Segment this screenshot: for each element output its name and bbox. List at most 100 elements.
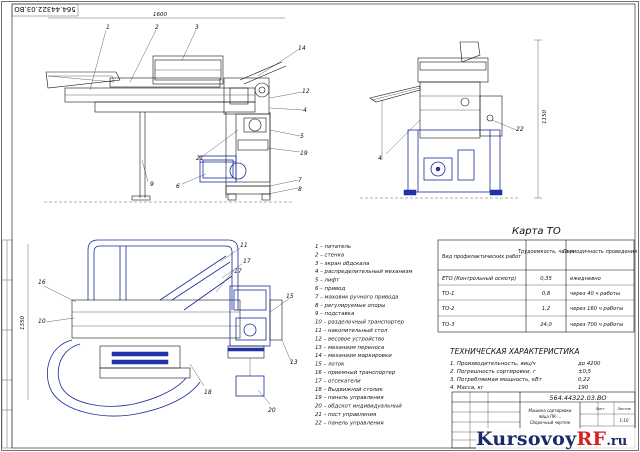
to-cell: 0,35: [540, 276, 552, 282]
title-block-name-2: яйца ПК-...: [539, 414, 562, 419]
to-header-2: Периодичность проведения: [563, 249, 637, 255]
callout-plan-13: 13: [290, 359, 298, 366]
callout-21: 21: [196, 155, 204, 162]
title-block-sheet: Лист: [595, 407, 606, 411]
callout-1: 1: [106, 24, 110, 31]
callout-side-22: 22: [516, 126, 524, 133]
callout-4: 4: [303, 107, 307, 114]
callout-plan-17b: 17: [234, 268, 242, 275]
legend-item: 20 – обдскот индивидуальный: [315, 404, 402, 410]
legend-item: 1 – питатель: [315, 244, 351, 250]
inner-frame: [11, 3, 636, 449]
callout-5: 5: [300, 133, 304, 140]
to-table-title: Карта ТО: [512, 226, 561, 237]
legend-item: 22 – панель управления: [315, 420, 384, 426]
callout-7: 7: [298, 177, 302, 184]
legend-item: 19 – панель управления: [315, 395, 384, 401]
dim-d2: 1150: [542, 110, 548, 124]
title-block-name-3: Сборочный чертеж: [530, 420, 571, 425]
callout-plan-16: 16: [38, 279, 46, 286]
to-cell: 1,2: [542, 306, 550, 312]
to-header-0: Вид профилактических работ: [442, 254, 522, 260]
spec-value: 0,22: [578, 377, 591, 383]
title-block-scale: 1:10: [620, 418, 629, 423]
watermark-part3: .ru: [606, 434, 628, 449]
spec-value: до 4200: [577, 361, 601, 367]
to-header-1: Трудоемкость, чел.-ч: [518, 249, 574, 255]
specs-list: 1. Производительность, яиц/ч до 4200 2. По…: [450, 361, 601, 391]
to-header-2-text: Периодичность проведения: [563, 249, 637, 255]
legend-item: 18 – Выдвижной столик: [315, 387, 384, 393]
watermark-part2: RF: [576, 428, 607, 450]
callout-plan-15: 15: [286, 293, 294, 300]
spec-label: 3. Потребляемая мощность, кВт: [450, 377, 543, 383]
legend-item: 5 – лифт: [315, 278, 340, 284]
title-block-name-1: Машина сортировки: [529, 408, 572, 413]
callout-19: 19: [300, 150, 308, 157]
specs-title: ТЕХНИЧЕСКАЯ ХАРАКТЕРИСТИКА: [450, 347, 579, 356]
callout-plan-10: 10: [38, 318, 46, 325]
legend-item: 14 – механизм маркировки: [315, 353, 392, 359]
callout-3: 3: [195, 24, 199, 31]
legend-item: 13 – механизм переноса: [315, 345, 384, 351]
title-block-code: 564.44322.03.ВО: [549, 394, 606, 402]
legend-item: 16 – приемный транспортер: [315, 370, 396, 376]
legend-item: 4 – распределительный механизм: [315, 269, 412, 275]
to-cell: 0,8: [542, 291, 551, 297]
spec-label: 2. Погрешность сортировки, г: [450, 369, 536, 375]
legend-item: 3 – экран обдскала: [315, 261, 369, 267]
title-block: [451, 391, 636, 449]
legend-item: 7 – маховик ручного привода: [315, 294, 398, 300]
to-cell: ТО-2: [442, 306, 454, 312]
spec-label: 4. Масса, кг: [450, 385, 484, 391]
watermark-part1: Kursovoy: [476, 428, 577, 450]
parts-legend: 1 – питатель 2 – стенка 3 – экран обдскала…: [315, 244, 412, 426]
callout-plan-20: 20: [268, 407, 276, 414]
to-header-1-text: Трудоемкость, чел.-ч: [518, 249, 574, 255]
plan-view: [27, 239, 293, 417]
top-code-box: [11, 3, 79, 17]
to-cell: через 160 ч работы: [570, 306, 623, 312]
legend-item: 2 – стенка: [315, 252, 344, 258]
dim-d3: 1350: [20, 316, 26, 330]
to-cell: 24,0: [540, 322, 552, 328]
legend-item: 8 – регулируемые опоры: [315, 303, 386, 309]
callout-plan-18: 18: [204, 389, 212, 396]
watermark: KursovoyRF.ru: [476, 428, 638, 450]
callout-14: 14: [298, 45, 306, 52]
legend-item: 6 – привод: [315, 286, 345, 292]
legend-item: 15 – лоток: [315, 362, 345, 368]
front-view: 1600: [44, 12, 304, 203]
title-block-sheets: Листов: [616, 407, 630, 411]
legend-item: 10 – разделочный транспортер: [315, 320, 405, 326]
legend-item: 17 – отсекатели: [315, 378, 361, 384]
spec-value: ±0,5: [578, 369, 592, 375]
callout-2: 2: [155, 24, 159, 31]
to-cell: ТО-3: [442, 322, 454, 328]
to-cell: ТО-1: [442, 291, 454, 297]
legend-item: 12 – весовое устройство: [315, 336, 385, 342]
callout-12: 12: [302, 88, 310, 95]
to-cell: ежедневно: [570, 276, 601, 282]
dim-d1: 1600: [153, 12, 167, 18]
legend-item: 11 – накопительный стол: [315, 328, 388, 334]
callout-6: 6: [176, 183, 180, 190]
to-cell: ЕТО (Контрольный осмотр): [442, 276, 516, 282]
to-table-rows: ЕТО (Контрольный осмотр) 0,35 ежедневноТО-…: [442, 276, 623, 328]
to-table: [437, 239, 635, 333]
legend-item: 9 – подставка: [315, 311, 354, 317]
side-view: [360, 39, 542, 199]
spec-label: 1. Производительность, яиц/ч: [450, 361, 536, 367]
to-cell: через 700 ч работы: [570, 322, 623, 328]
callout-side-4: 4: [378, 155, 382, 162]
top-code-text: 564.44322.03.ВО: [14, 5, 76, 13]
callout-plan-11: 11: [240, 242, 248, 249]
spec-value: 190: [578, 385, 589, 391]
callout-9: 9: [150, 181, 154, 188]
callout-plan-17a: 17: [243, 258, 251, 265]
callout-8: 8: [298, 186, 302, 193]
to-cell: через 40 ч работы: [570, 291, 620, 297]
legend-item: 21 – пост управления: [315, 412, 377, 418]
